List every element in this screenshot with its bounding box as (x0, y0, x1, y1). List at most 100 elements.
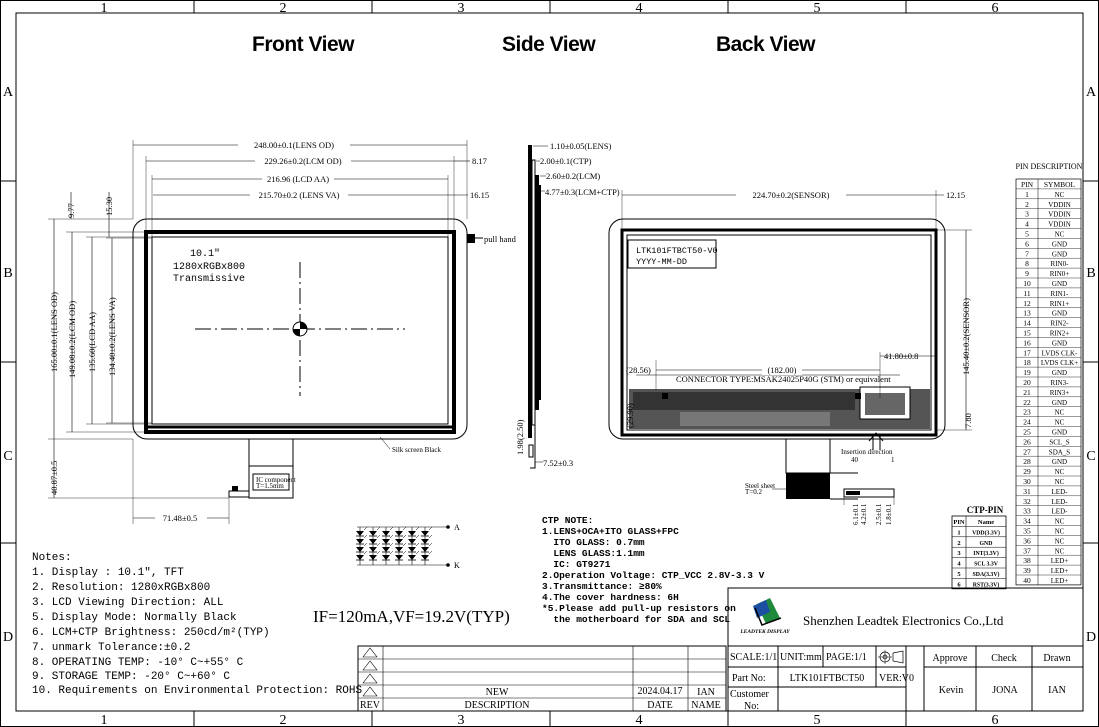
led-diode-icon (421, 547, 429, 552)
note-10: 10. Requirements on Environmental Protec… (32, 685, 362, 697)
part-no-label: Part No: (732, 673, 766, 684)
dim-1530: 15.30 (104, 197, 114, 216)
led-diode-icon (369, 547, 377, 552)
ctp-note-5: 2.Operation Voltage: CTP_VCC 2.8V-3.3 V (542, 570, 765, 581)
front-active-area (151, 236, 449, 425)
ic-component-thickness: T=1.5mm (256, 482, 284, 490)
pin-symbol: GND (1052, 240, 1067, 248)
row-b-right: B (1086, 266, 1095, 281)
pin-symbol: SCL_S (1049, 438, 1069, 446)
pin-symbol: NC (1055, 537, 1065, 545)
pin-number: 22 (1023, 398, 1031, 407)
ctp-pin-name: GND (980, 541, 993, 547)
pin-symbol: LED- (1052, 498, 1069, 506)
row-a-right: A (1086, 85, 1097, 100)
pin-number: 4 (1025, 220, 1029, 229)
dim-1215: 12.15 (946, 190, 965, 200)
dim-lcm-od-h: 149.08±0.2(LCM OD) (67, 301, 77, 378)
note-1: 1. Display : 10.1", TFT (32, 567, 184, 579)
led-diode-icon (369, 531, 377, 536)
pin-number: 8 (1025, 259, 1029, 268)
steel-sheet-label: Steel sheet (745, 482, 775, 490)
dim-lens-od-h: 165.00±0.1(LENS OD) (49, 292, 59, 372)
unit: UNIT:mm (780, 652, 822, 663)
pin-symbol: LED- (1052, 508, 1069, 516)
led-diode-icon (408, 555, 416, 560)
scale: SCALE:1/1 (730, 652, 777, 663)
led-diode-icon (382, 555, 390, 560)
col-6-top: 6 (992, 1, 999, 16)
row-c-right: C (1086, 449, 1095, 464)
silk-screen-label: Silk screen Black (392, 446, 441, 454)
pin-number: 34 (1023, 517, 1031, 526)
pin-number: 19 (1023, 368, 1031, 377)
front-black-border (144, 230, 456, 434)
led-diode-icon (356, 539, 364, 544)
col-5-top: 5 (814, 1, 821, 16)
pin-symbol: NC (1055, 478, 1065, 486)
pin-symbol: NC (1055, 231, 1065, 239)
dim-2856: (28.56) (626, 365, 651, 375)
pin-symbol: GND (1052, 310, 1067, 318)
ctp-pin-name: VDD(3.3V) (972, 529, 1000, 536)
insertion-direction: Insertion direction (841, 448, 893, 456)
note-5: 5. Display Mode: Normally Black (32, 612, 237, 624)
drawn-name: IAN (1048, 685, 1066, 696)
name-header: NAME (691, 700, 720, 711)
connector-pin-1: 1 (891, 456, 895, 464)
ctp-dim-3: 2.5±0.1 (875, 503, 883, 525)
connector-type: CONNECTOR TYPE:MSAK24025P40G (STM) or eq… (676, 374, 891, 384)
pin-symbol: RIN1+ (1050, 300, 1070, 308)
pin-number: 18 (1023, 358, 1031, 367)
pin-number: 21 (1023, 388, 1031, 397)
dim-lens-va-w: 215.70±0.2 (LENS VA) (259, 190, 340, 200)
pin-symbol: NC (1055, 191, 1065, 199)
pin-number: 1 (1025, 190, 1029, 199)
dim-817: 8.17 (472, 156, 487, 166)
ctp-pin-number: 6 (957, 581, 961, 588)
pin-symbol: GND (1052, 399, 1067, 407)
pin-number: 26 (1023, 437, 1031, 446)
led-diode-icon (356, 531, 364, 536)
pin-description-title: PIN DESCRIPTION (1016, 162, 1083, 171)
led-diode-icon (408, 547, 416, 552)
revision-name: IAN (697, 687, 715, 698)
pin-symbol: NC (1055, 468, 1065, 476)
ctp-pin-name: SCL 3.3V (974, 562, 999, 568)
ctp-note-1: 1.LENS+OCA+ITO GLASS+FPC (542, 526, 679, 537)
pin-number: 11 (1023, 289, 1030, 298)
ctp-note-4: IC: GT9271 (542, 559, 611, 570)
pin-number: 12 (1023, 299, 1031, 308)
pin-symbol: NC (1055, 547, 1065, 555)
back-view: LTK101FTBCT50-V0 YYYY-MM-DD CONNECTOR TY… (608, 189, 973, 525)
pin-number: 27 (1023, 447, 1031, 456)
col-2-top: 2 (280, 1, 287, 16)
front-label-size: 10.1" (190, 248, 220, 260)
notes-title: Notes: (32, 552, 72, 564)
ctp-note-2: ITO GLASS: 0.7mm (542, 537, 645, 548)
pin-number: 15 (1023, 329, 1031, 338)
pin-number: 28 (1023, 457, 1031, 466)
row-d-left: D (3, 630, 13, 645)
front-label-res: 1280xRGBx800 (173, 262, 245, 273)
dim-lcd-aa-w: 216.96 (LCD AA) (267, 174, 329, 184)
note-7: 7. unmark Tolerance:±0.2 (32, 642, 190, 654)
note-3: 3. LCD Viewing Direction: ALL (32, 597, 223, 609)
steel-sheet-thickness: T=0.2 (745, 488, 762, 496)
led-if-vf: IF=120mA,VF=19.2V(TYP) (313, 607, 510, 626)
back-view-title: Back View (716, 33, 816, 56)
ctp-name-header: Name (978, 519, 994, 526)
customer-label-1: Customer (730, 689, 770, 700)
dim-780: 7.80 (963, 413, 973, 428)
pin-number: 25 (1023, 428, 1031, 437)
pin-number: 40 (1023, 576, 1031, 585)
ctp-pin-number: 2 (957, 540, 960, 547)
side-dim-lcm: 2.60±0.2(LCM) (546, 171, 600, 181)
company-name: Shenzhen Leadtek Electronics Co.,Ltd (803, 613, 1004, 628)
pin-number: 37 (1023, 546, 1031, 555)
approve-label: Approve (933, 653, 969, 664)
dim-182: (182.00) (767, 365, 796, 375)
back-label-date: YYYY-MM-DD (636, 257, 687, 267)
led-diode-icon (421, 531, 429, 536)
pin-number: 20 (1023, 378, 1031, 387)
